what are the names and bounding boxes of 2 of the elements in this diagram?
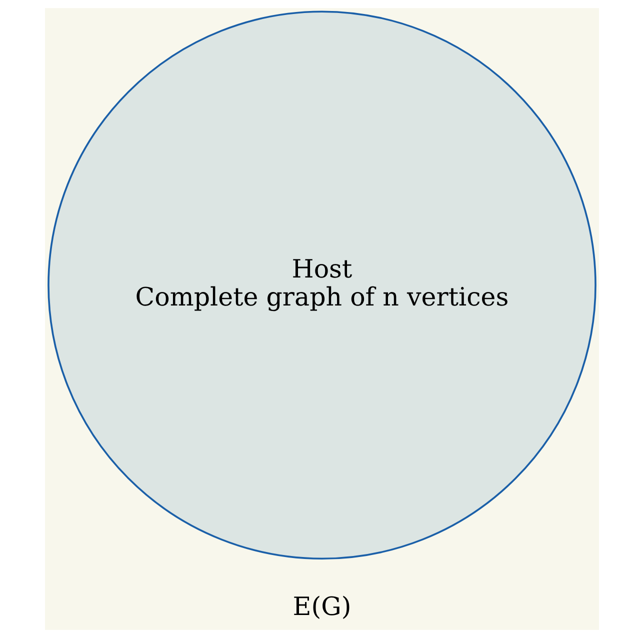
node-circle: Host Complete graph of n vertices: [48, 10, 596, 560]
label: E(G): [292, 592, 352, 621]
